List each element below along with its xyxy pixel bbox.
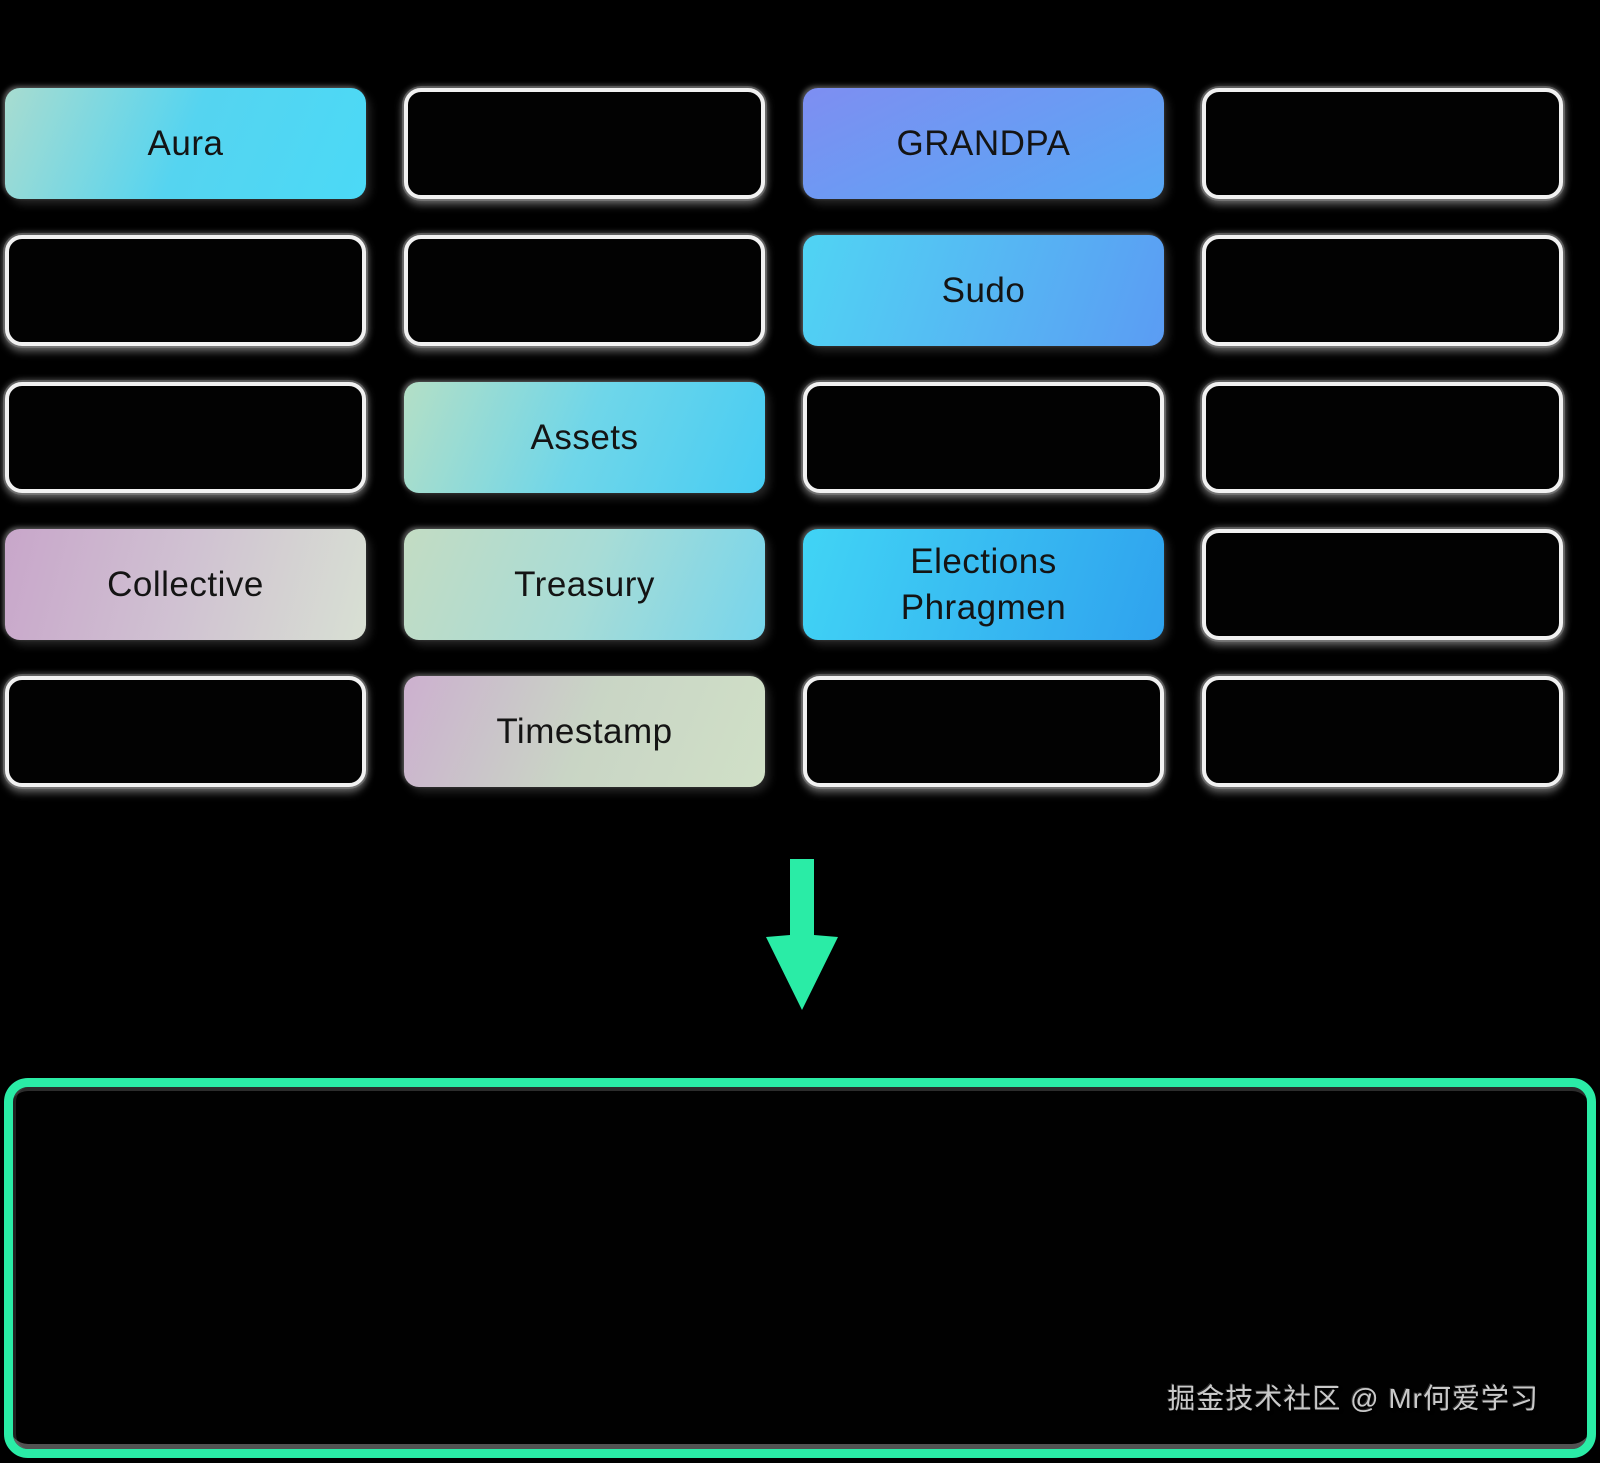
module-box-empty <box>404 88 765 199</box>
module-box-timestamp: Timestamp <box>404 676 765 787</box>
module-label: Assets <box>530 417 639 457</box>
module-box-grandpa: GRANDPA <box>803 88 1164 199</box>
module-box-assets: Assets <box>404 382 765 493</box>
module-label: Aura <box>147 123 224 163</box>
module-box-empty <box>1202 88 1563 199</box>
module-label: Collective <box>107 564 264 604</box>
module-label: Treasury <box>514 564 655 604</box>
modules-grid: Aura GRANDPA Sudo Assets Collective Trea… <box>5 88 1563 787</box>
module-box-empty <box>1202 529 1563 640</box>
module-box-collective: Collective <box>5 529 366 640</box>
module-box-empty <box>1202 382 1563 493</box>
module-box-empty <box>1202 235 1563 346</box>
down-arrow-icon <box>764 858 840 1012</box>
module-box-empty <box>5 676 366 787</box>
module-box-treasury: Treasury <box>404 529 765 640</box>
output-panel: 掘金技术社区 @ Mr何爱学习 <box>4 1078 1596 1458</box>
module-box-aura: Aura <box>5 88 366 199</box>
watermark: 掘金技术社区 @ Mr何爱学习 <box>1167 1383 1539 1414</box>
module-box-empty <box>1202 676 1563 787</box>
module-label: Sudo <box>941 270 1026 310</box>
module-box-empty <box>5 235 366 346</box>
module-label: Timestamp <box>496 711 673 751</box>
module-box-empty <box>404 235 765 346</box>
module-box-empty <box>5 382 366 493</box>
module-box-sudo: Sudo <box>803 235 1164 346</box>
module-label: GRANDPA <box>896 123 1071 163</box>
module-box-empty <box>803 382 1164 493</box>
module-box-elections-phragmen: Elections Phragmen <box>803 529 1164 640</box>
module-box-empty <box>803 676 1164 787</box>
module-label: Elections Phragmen <box>900 542 1067 627</box>
